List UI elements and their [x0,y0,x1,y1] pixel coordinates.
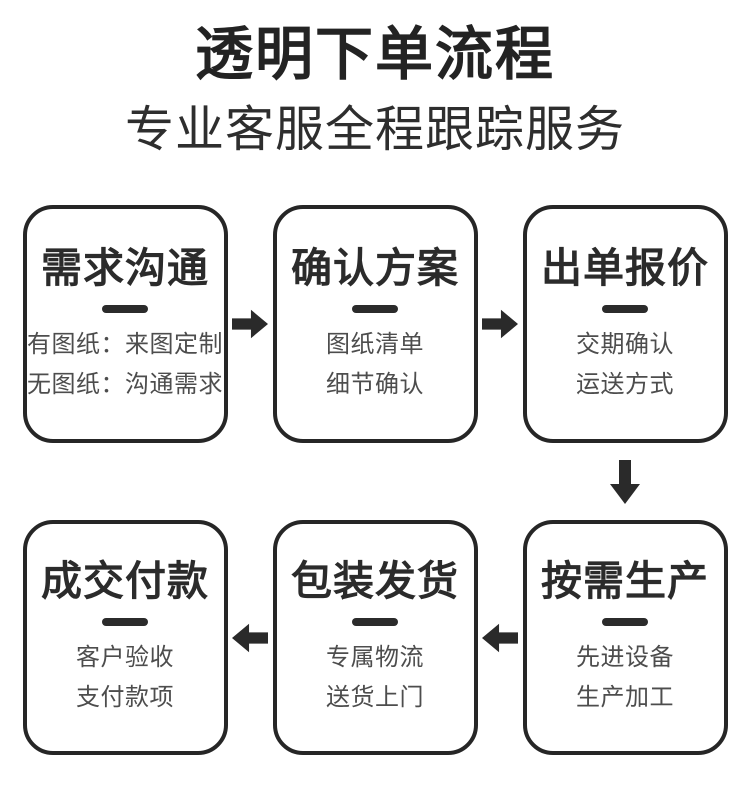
step-quotation: 出单报价 交期确认 运送方式 [522,205,728,443]
step-detail-line: 有图纸：来图定制 [27,330,223,358]
process-flow: 需求沟通 有图纸：来图定制 无图纸：沟通需求 确认方案 图纸清单 细节确认 出单… [22,205,728,755]
step-detail-line: 支付款项 [76,684,174,711]
arrow-right-icon [228,205,273,443]
step-deal-payment: 成交付款 客户验收 支付款项 [22,520,228,755]
arrow-down-icon [523,443,728,520]
step-title: 按需生产 [541,558,709,604]
dash-divider [602,304,648,313]
arrow-right-icon [478,205,523,443]
dash-divider [102,618,148,626]
step-detail-line: 细节确认 [326,370,424,398]
step-detail-line: 生产加工 [576,684,674,711]
arrow-left-icon [228,520,273,755]
arrow-left-icon [478,520,523,755]
step-confirm-plan: 确认方案 图纸清单 细节确认 [272,205,478,443]
step-detail-line: 运送方式 [576,370,674,398]
step-title: 包装发货 [291,558,459,604]
step-title: 确认方案 [291,244,459,291]
step-on-demand-production: 按需生产 先进设备 生产加工 [522,520,728,755]
dash-divider [352,304,398,313]
step-title: 成交付款 [41,558,209,604]
step-detail-line: 客户验收 [76,644,174,671]
step-demand-communication: 需求沟通 有图纸：来图定制 无图纸：沟通需求 [22,205,228,443]
dash-divider [352,618,398,626]
step-detail-line: 送货上门 [326,684,424,711]
step-title: 出单报价 [541,244,709,291]
order-process-infographic: 透明下单流程 专业客服全程跟踪服务 需求沟通 有图纸：来图定制 无图纸：沟通需求… [0,0,750,755]
page-subtitle: 专业客服全程跟踪服务 [124,103,625,157]
dash-divider [602,618,648,626]
step-detail-line: 专属物流 [326,644,424,671]
step-title: 需求沟通 [41,244,209,291]
step-detail-line: 图纸清单 [326,330,424,358]
step-detail-line: 先进设备 [576,644,674,671]
header: 透明下单流程 专业客服全程跟踪服务 [0,0,750,159]
dash-divider [102,304,148,313]
step-detail-line: 无图纸：沟通需求 [27,370,223,398]
page-title: 透明下单流程 [194,22,555,87]
step-packaging-shipping: 包装发货 专属物流 送货上门 [272,520,478,755]
step-detail-line: 交期确认 [576,330,674,358]
